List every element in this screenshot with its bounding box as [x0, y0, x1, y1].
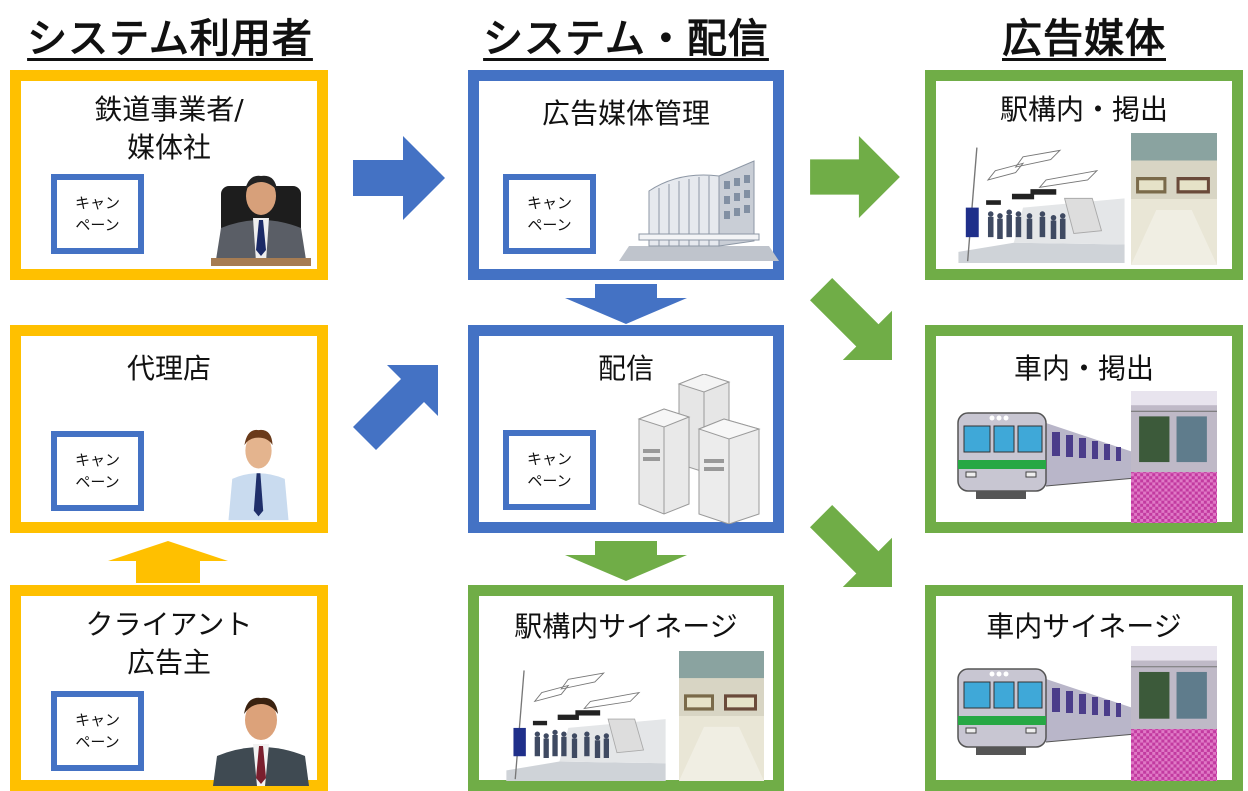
box-railway-operator: 鉄道事業者/ 媒体社 キャン ペーン: [10, 70, 328, 280]
box-delivery-title: 配信: [597, 352, 654, 385]
commuter-train-icon: [956, 408, 1136, 508]
header-system-delivery: システム・配信: [483, 16, 769, 62]
box-delivery: 配信 キャン ペーン: [468, 325, 784, 533]
box-agency: 代理店 キャン ペーン: [10, 325, 328, 533]
train-interior-photo-icon: [1131, 646, 1217, 781]
header-ad-media: 広告媒体: [1002, 16, 1166, 62]
station-platform-icon: [501, 666, 671, 781]
box-train-posting: 車内・掲出: [925, 325, 1243, 533]
station-platform-icon: [954, 143, 1129, 263]
box-train-posting-title: 車内・掲出: [1013, 352, 1154, 385]
box-station-signage: 駅構内サイネージ: [468, 585, 784, 791]
station-photo-icon: [679, 651, 764, 781]
arrow-down-green: [565, 541, 687, 581]
arrow-diagonal-up-blue: [353, 365, 438, 450]
businessman-icon: [221, 416, 296, 521]
arrow-diagonal-down-green: [810, 505, 892, 587]
box-station-posting: 駅構内・掲出: [925, 70, 1243, 280]
box-station-signage-title: 駅構内サイネージ: [514, 610, 738, 643]
train-interior-photo-icon: [1131, 391, 1217, 523]
box-agency-title: 代理店: [126, 352, 211, 385]
office-building-icon: [619, 160, 779, 261]
arrow-right-blue: [353, 136, 445, 220]
arrow-up-yellow: [108, 541, 228, 583]
box-railway-operator-title: 鉄道事業者/ 媒体社: [94, 93, 244, 164]
businessman-icon: [211, 686, 311, 786]
commuter-train-icon: [956, 664, 1136, 764]
box-station-posting-title: 駅構内・掲出: [999, 93, 1168, 126]
campaign-badge: キャン ペーン: [51, 691, 144, 771]
box-media-management-title: 広告媒体管理: [541, 97, 710, 130]
box-train-signage-title: 車内サイネージ: [986, 610, 1182, 643]
campaign-badge: キャン ペーン: [503, 174, 596, 254]
servers-icon: [637, 374, 761, 524]
box-media-management: 広告媒体管理 キャン ペーン: [468, 70, 784, 280]
box-client-advertiser-title: クライアント 広告主: [85, 608, 253, 679]
campaign-badge: キャン ペーン: [503, 430, 596, 510]
arrow-diagonal-down-green: [810, 278, 892, 360]
arrow-right-green: [810, 136, 900, 218]
businessman-at-desk-icon: [211, 175, 311, 266]
header-system-users: システム利用者: [27, 16, 313, 62]
box-client-advertiser: クライアント 広告主 キャン ペーン: [10, 585, 328, 791]
arrow-down-blue: [565, 284, 687, 324]
campaign-badge: キャン ペーン: [51, 174, 144, 254]
box-train-signage: 車内サイネージ: [925, 585, 1243, 791]
station-photo-icon: [1131, 133, 1217, 265]
campaign-badge: キャン ペーン: [51, 431, 144, 511]
